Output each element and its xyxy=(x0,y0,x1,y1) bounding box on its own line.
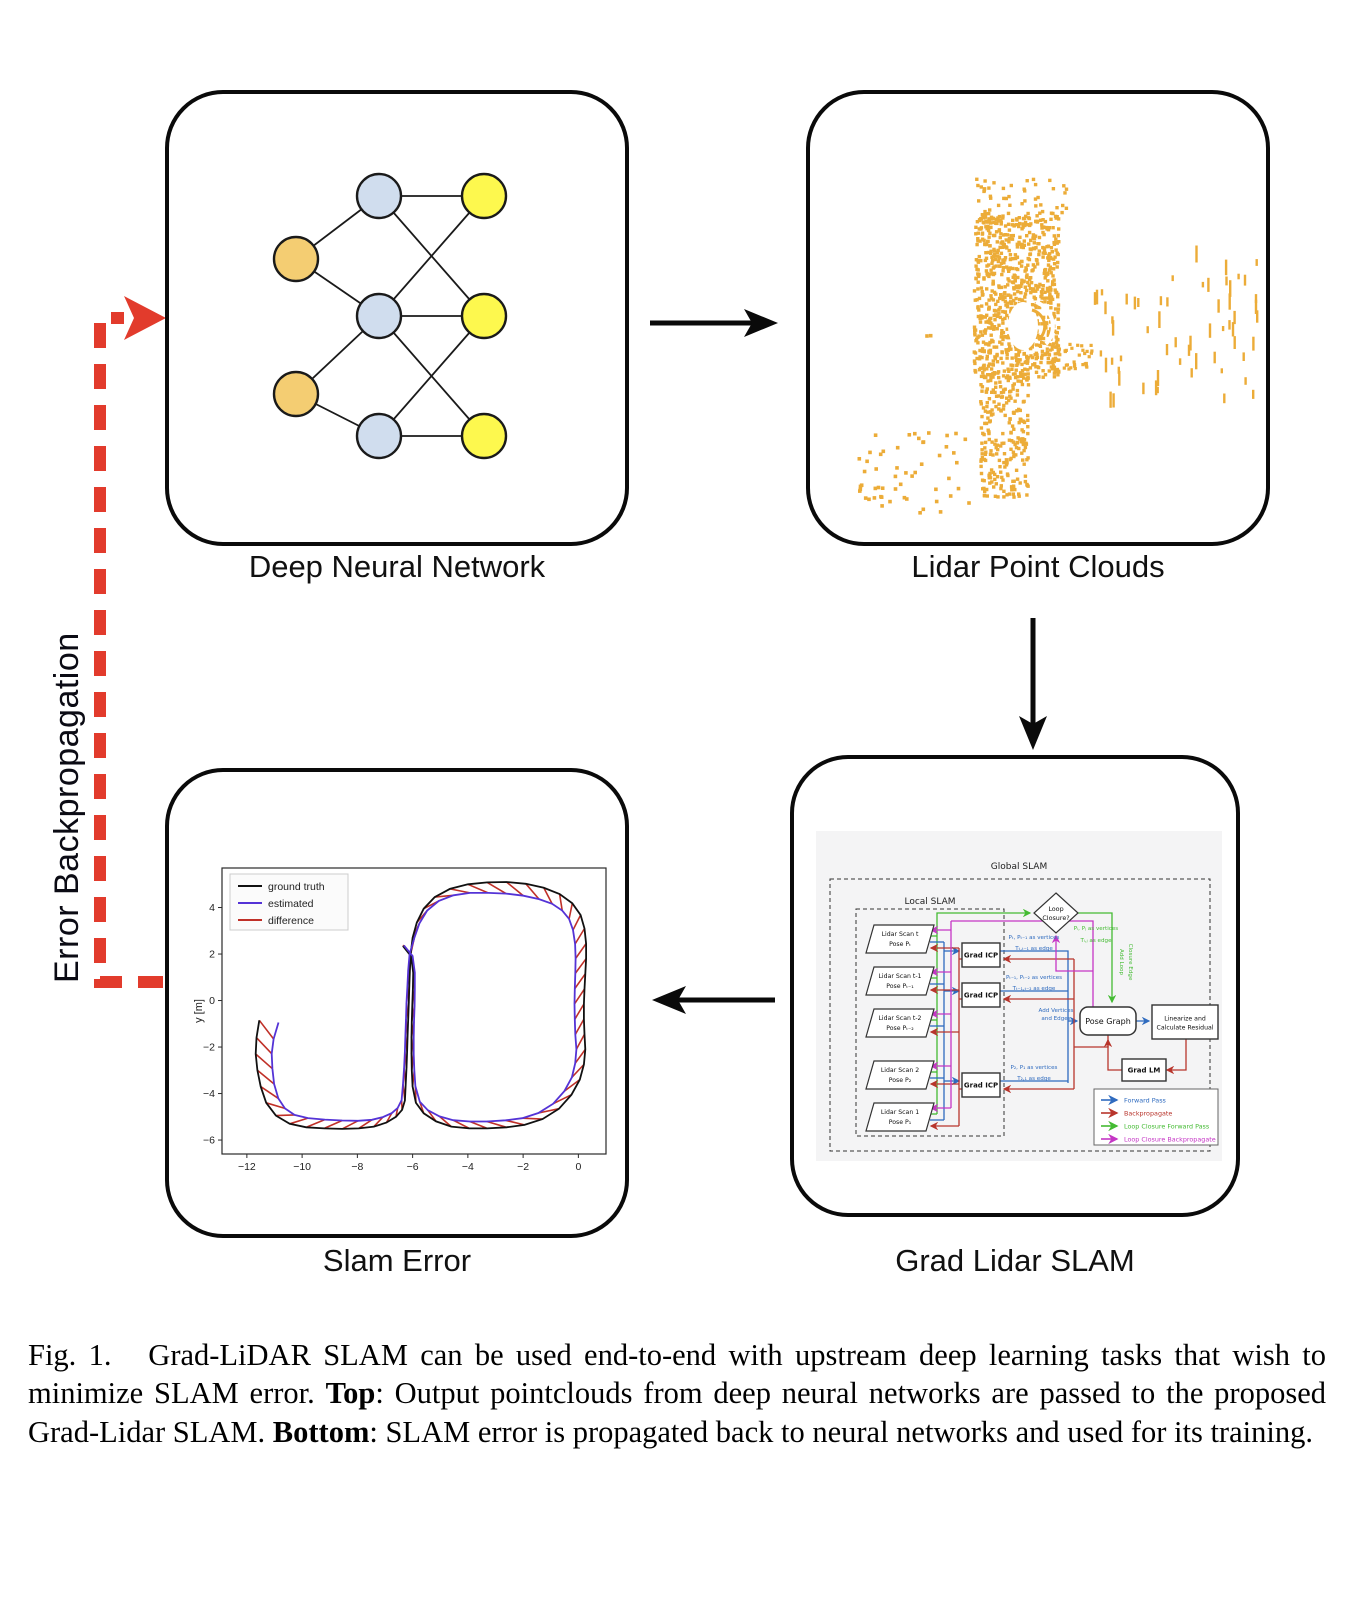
svg-text:Grad ICP: Grad ICP xyxy=(964,1082,998,1090)
grad-lidar-slam-panel: Global SLAM Local SLAM Lidar Scan t Pose Pₜ… xyxy=(790,755,1240,1217)
svg-text:Lidar Scan t: Lidar Scan t xyxy=(882,931,919,938)
svg-text:estimated: estimated xyxy=(268,898,314,910)
svg-text:−12: −12 xyxy=(238,1161,256,1173)
slam-error-panel: −12 −10 −8 −6 −4 −2 0 −6 −4 −2 0 2 4 y [m] ground trut… xyxy=(165,768,629,1238)
dnn-panel-label: Deep Neural Network xyxy=(248,549,546,584)
svg-text:0: 0 xyxy=(209,995,215,1007)
svg-text:Tₜ,ₜ₋₁ as edge: Tₜ,ₜ₋₁ as edge xyxy=(1014,946,1053,952)
svg-text:Grad LM: Grad LM xyxy=(1128,1067,1161,1075)
svg-text:2: 2 xyxy=(209,949,215,961)
svg-text:Pose P₂: Pose P₂ xyxy=(889,1077,912,1084)
svg-text:Pose Pₜ: Pose Pₜ xyxy=(889,941,911,948)
svg-text:Lidar Scan 2: Lidar Scan 2 xyxy=(881,1067,919,1074)
svg-text:difference: difference xyxy=(268,915,314,927)
svg-text:Pᵢ, Pⱼ as vertices: Pᵢ, Pⱼ as vertices xyxy=(1074,926,1118,932)
svg-text:Add Vertices: Add Vertices xyxy=(1039,1008,1074,1014)
svg-text:−4: −4 xyxy=(203,1088,215,1100)
svg-text:−10: −10 xyxy=(293,1161,311,1173)
svg-text:Loop Closure Backpropagate: Loop Closure Backpropagate xyxy=(1124,1135,1216,1143)
svg-text:−4: −4 xyxy=(462,1161,474,1173)
svg-text:Forward Pass: Forward Pass xyxy=(1124,1096,1167,1104)
svg-text:Tᵢ,ⱼ as edge: Tᵢ,ⱼ as edge xyxy=(1079,938,1112,944)
svg-text:Closure Edge: Closure Edge xyxy=(1127,944,1133,981)
svg-text:Pₜ₋₁, Pₜ₋₂ as vertices: Pₜ₋₁, Pₜ₋₂ as vertices xyxy=(1006,975,1062,981)
svg-text:Linearize and: Linearize and xyxy=(1164,1016,1206,1023)
figure-caption: Fig. 1. Grad-LiDAR SLAM can be used end-… xyxy=(28,1336,1326,1451)
deep-neural-network-panel xyxy=(165,90,629,546)
svg-text:T₂,₁ as edge: T₂,₁ as edge xyxy=(1016,1076,1051,1082)
svg-text:−2: −2 xyxy=(517,1161,529,1173)
caption-segment: Bottom xyxy=(272,1414,370,1449)
svg-text:−6: −6 xyxy=(407,1161,419,1173)
svg-text:Pose P₁: Pose P₁ xyxy=(889,1119,912,1126)
slam-error-plot: −12 −10 −8 −6 −4 −2 0 −6 −4 −2 0 2 4 y [m] ground trut… xyxy=(193,867,607,1173)
slam-error-panel-label: Slam Error xyxy=(322,1243,472,1278)
error-backpropagation-label: Error Backpropagation xyxy=(48,632,86,984)
grad-slam-panel-label: Grad Lidar SLAM xyxy=(895,1243,1135,1278)
svg-text:Grad ICP: Grad ICP xyxy=(964,952,998,960)
svg-text:Pose Pₜ₋₂: Pose Pₜ₋₂ xyxy=(886,1025,914,1032)
svg-text:ground truth: ground truth xyxy=(268,881,325,893)
lidar-point-clouds-panel xyxy=(806,90,1270,546)
svg-text:Tₜ₋₁,ₜ₋₂ as edge: Tₜ₋₁,ₜ₋₂ as edge xyxy=(1012,986,1056,992)
svg-text:Add Loop: Add Loop xyxy=(1118,949,1124,975)
lidar-panel-label: Lidar Point Clouds xyxy=(911,549,1165,584)
svg-text:Pose Graph: Pose Graph xyxy=(1085,1017,1131,1026)
svg-text:Backpropagate: Backpropagate xyxy=(1124,1109,1172,1117)
svg-text:Loop: Loop xyxy=(1048,905,1063,913)
svg-text:Closure?: Closure? xyxy=(1042,914,1069,922)
svg-text:Lidar Scan t-2: Lidar Scan t-2 xyxy=(878,1015,921,1022)
caption-segment: : Output pointclouds from deep neural ne… xyxy=(28,1376,1326,1449)
svg-text:Pₜ, Pₜ₋₁ as vertices: Pₜ, Pₜ₋₁ as vertices xyxy=(1009,935,1060,941)
svg-text:4: 4 xyxy=(209,902,215,914)
grad-slam-flowchart: Global SLAM Local SLAM Lidar Scan t Pose Pₜ… xyxy=(816,831,1222,1161)
svg-text:Lidar Scan t-1: Lidar Scan t-1 xyxy=(878,973,921,980)
svg-text:0: 0 xyxy=(575,1161,581,1173)
svg-text:−8: −8 xyxy=(351,1161,363,1173)
caption-segment: Top xyxy=(325,1376,376,1411)
svg-text:Grad ICP: Grad ICP xyxy=(964,992,998,1000)
caption-segment: Fig. 1. Grad-LiDAR SLAM can be used end-… xyxy=(28,1338,1326,1411)
svg-text:Calculate Residual: Calculate Residual xyxy=(1157,1025,1214,1032)
svg-text:y [m]: y [m] xyxy=(193,999,205,1023)
svg-text:Global SLAM: Global SLAM xyxy=(991,862,1047,872)
svg-text:−6: −6 xyxy=(203,1135,215,1147)
svg-text:and Edges: and Edges xyxy=(1041,1016,1070,1022)
svg-text:−2: −2 xyxy=(203,1042,215,1054)
lidar-point-cloud-image xyxy=(857,177,1259,515)
caption-segment: : SLAM error is propagated back to neura… xyxy=(369,1414,1313,1449)
neural-network-diagram xyxy=(272,172,508,460)
svg-text:Loop Closure Forward Pass: Loop Closure Forward Pass xyxy=(1124,1122,1210,1130)
svg-text:Local SLAM: Local SLAM xyxy=(904,897,955,907)
svg-text:Lidar Scan 1: Lidar Scan 1 xyxy=(881,1109,919,1116)
svg-text:P₂, P₁ as vertices: P₂, P₁ as vertices xyxy=(1011,1065,1058,1071)
svg-text:Pose Pₜ₋₁: Pose Pₜ₋₁ xyxy=(886,983,914,990)
